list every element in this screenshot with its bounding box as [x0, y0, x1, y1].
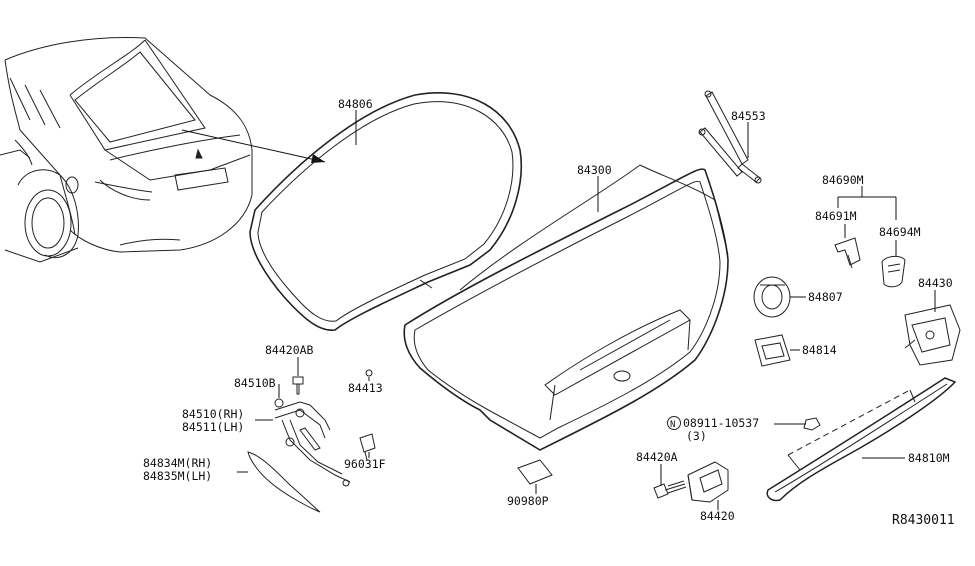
- bracket-84690M: [837, 186, 897, 220]
- label-84694M: 84694M: [879, 225, 921, 239]
- clip-96031F: [359, 433, 376, 461]
- key-cylinder-84691M: [834, 237, 861, 269]
- latch-84430: [904, 304, 961, 366]
- pad-90980P: [517, 459, 553, 485]
- leader-arrow: [181, 129, 326, 163]
- label-84420: 84420: [700, 509, 735, 523]
- label-84420AB: 84420AB: [265, 343, 314, 357]
- label-84835M: 84835M(LH): [143, 469, 212, 483]
- gas-strut-84553: [698, 90, 762, 184]
- grommet-84413: [365, 369, 373, 377]
- label-84300: 84300: [577, 163, 612, 177]
- trunk-lid-84300: [403, 164, 729, 451]
- key-84694M: [881, 255, 906, 288]
- actuator-84420: [687, 461, 729, 503]
- bolt-84420A: [653, 480, 687, 499]
- car-rear-illustration: [0, 37, 253, 263]
- bushing-84510B: [274, 398, 284, 408]
- striker-84814: [754, 334, 791, 367]
- label-84510B: 84510B: [234, 376, 276, 390]
- label-84430: 84430: [918, 276, 953, 290]
- nut-symbol: [667, 416, 681, 430]
- label-84807: 84807: [808, 290, 843, 304]
- label-84510: 84510(RH): [182, 407, 244, 421]
- label-84810M: 84810M: [908, 451, 950, 465]
- label-84690M: 84690M: [822, 173, 864, 187]
- nut-08911: [803, 417, 821, 431]
- garnish-84810M: [766, 377, 957, 502]
- label-84806: 84806: [338, 97, 373, 111]
- label-84814: 84814: [802, 343, 837, 357]
- hinge-84510: [274, 401, 351, 487]
- label-84420A: 84420A: [636, 450, 678, 464]
- label-84413: 84413: [348, 381, 383, 395]
- label-90980P: 90980P: [507, 494, 549, 508]
- label-84834M: 84834M(RH): [143, 456, 212, 470]
- hinge-cover-84834M: [247, 451, 321, 513]
- label-84691M: 84691M: [815, 209, 857, 223]
- label-08911: 08911-10537: [683, 416, 759, 430]
- diagram-code: R8430011: [892, 513, 955, 528]
- label-08911-qty: (3): [686, 429, 707, 443]
- label-08911-prefix: N: [670, 420, 675, 430]
- bumper-84807: [753, 276, 791, 318]
- label-84511: 84511(LH): [182, 420, 244, 434]
- weatherstrip-seal-84806: [249, 91, 523, 331]
- label-96031F: 96031F: [344, 457, 386, 471]
- label-84553: 84553: [731, 109, 766, 123]
- bolt-84420AB: [292, 376, 304, 395]
